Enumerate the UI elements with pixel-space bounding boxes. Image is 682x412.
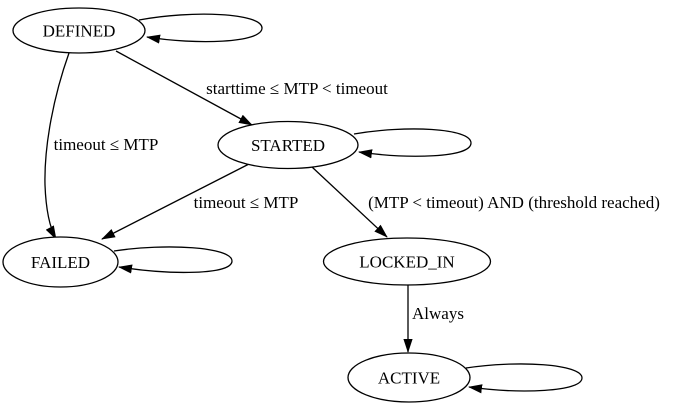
node-failed: FAILED <box>2 236 119 288</box>
edge-started-to-failed <box>101 163 250 240</box>
edge-label-locked-in-active: Always <box>412 304 464 323</box>
edge-defined-to-started <box>115 50 253 126</box>
self-loop-failed <box>113 246 233 274</box>
node-label-active: ACTIVE <box>378 369 440 388</box>
edge-label-defined-failed: timeout ≤ MTP <box>54 135 159 154</box>
node-label-failed: FAILED <box>31 253 90 272</box>
edge-label-started-locked-in: (MTP < timeout) AND (threshold reached) <box>368 193 660 212</box>
node-ellipse-defined <box>12 7 146 54</box>
edge-label-started-failed: timeout ≤ MTP <box>194 193 299 212</box>
node-active: ACTIVE <box>347 352 471 403</box>
node-label-started: STARTED <box>251 136 325 155</box>
node-label-defined: DEFINED <box>43 22 116 41</box>
edge-label-defined-started: starttime ≤ MTP < timeout <box>206 79 388 98</box>
node-ellipse-failed <box>2 236 119 288</box>
edge-defined-to-failed <box>44 52 70 240</box>
self-loop-defined <box>138 13 263 44</box>
node-ellipse-started <box>217 120 359 170</box>
edge-started-to-locked-in <box>311 166 388 238</box>
node-label-locked-in: LOCKED_IN <box>359 253 454 272</box>
node-started: STARTED <box>217 120 359 170</box>
node-ellipse-active <box>347 352 471 403</box>
self-loop-active <box>465 363 583 394</box>
node-locked-in: LOCKED_IN <box>322 237 492 286</box>
self-loop-started <box>353 128 472 159</box>
node-defined: DEFINED <box>12 7 146 54</box>
node-ellipse-locked-in <box>322 237 492 286</box>
